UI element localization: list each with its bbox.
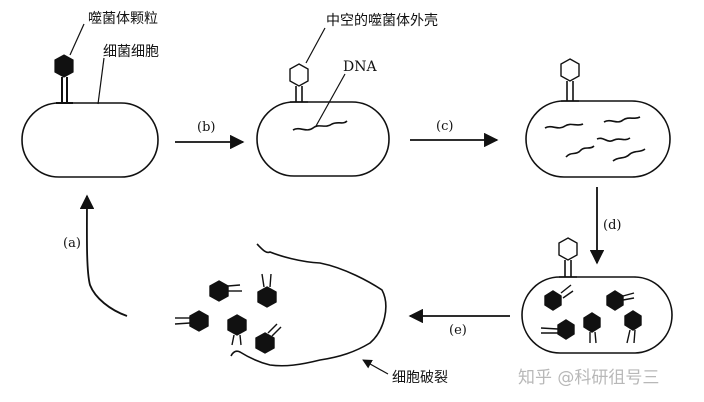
- new-phages-inside: [540, 284, 642, 344]
- step-b: (b): [197, 120, 216, 135]
- bacterial-cell-4: [521, 276, 673, 354]
- bacterial-cell-2: [256, 101, 390, 177]
- phage-head-filled: [54, 54, 74, 78]
- leader-dna: [315, 73, 346, 127]
- leader-lysis: [362, 359, 389, 375]
- label-empty-phage-shell: 中空的噬菌体外壳: [326, 13, 438, 29]
- leader-cell: [97, 57, 105, 105]
- stage-1-attachment: [21, 54, 159, 178]
- label-dna: DNA: [343, 59, 377, 75]
- replicated-dna: [544, 116, 646, 162]
- stage-5-lysis: [174, 243, 387, 367]
- stage-3-replication: [525, 58, 671, 178]
- released-phages: [174, 273, 282, 354]
- step-d: (d): [603, 218, 622, 233]
- arrow-a: [79, 194, 128, 317]
- bacterial-cell-3: [525, 100, 671, 178]
- empty-phage-head-3: [560, 58, 580, 82]
- injected-dna: [292, 120, 348, 131]
- stage-2-injection: [256, 63, 390, 177]
- label-cell-lysis: 细胞破裂: [392, 370, 448, 386]
- step-c: (c): [436, 119, 454, 134]
- step-e: (e): [449, 323, 467, 338]
- empty-phage-head: [289, 63, 309, 87]
- label-bacterial-cell: 细菌细胞: [103, 44, 159, 60]
- step-a: (a): [63, 236, 81, 251]
- empty-phage-head-4: [558, 237, 578, 261]
- watermark: 知乎 @科研徂号三: [518, 368, 660, 388]
- stage-4-assembly: [521, 237, 673, 354]
- leader-phage: [69, 23, 85, 56]
- label-phage-particle: 噬菌体颗粒: [88, 11, 158, 27]
- bacterial-cell-1: [21, 102, 159, 178]
- ruptured-cell-membrane: [230, 243, 387, 367]
- leader-empty-shell: [305, 27, 326, 64]
